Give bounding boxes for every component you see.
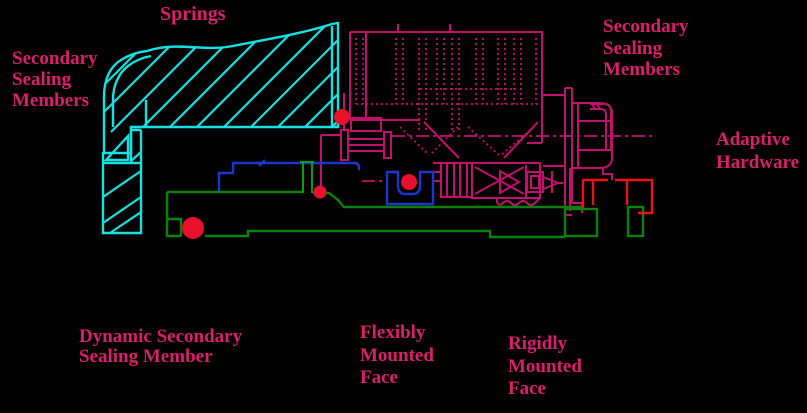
label-springs: Springs — [160, 4, 226, 25]
label-line: Secondary — [603, 16, 689, 37]
gland-wedge — [103, 132, 130, 162]
retaining-clip — [590, 103, 613, 180]
gland-leg — [101, 152, 143, 235]
label-adaptive-hardware: Adaptive Hardware — [716, 129, 799, 174]
set-screw-cone — [542, 175, 563, 191]
flexibly-mounted-face — [385, 170, 435, 206]
label-line: Mounted — [360, 344, 434, 366]
hidden-lines — [355, 38, 540, 156]
o-ring-dynamic — [182, 217, 204, 239]
label-line: Dynamic Secondary — [79, 326, 243, 347]
gland-plate — [101, 21, 340, 235]
o-ring-face — [401, 174, 417, 190]
rigid-face-clamp — [581, 178, 654, 215]
flexibly-mounted-face-parts — [217, 159, 435, 206]
retaining-ring — [626, 205, 645, 238]
label-rigidly-mounted-face: Rigidly Mounted Face — [508, 333, 582, 401]
label-line: Mounted — [508, 355, 582, 377]
label-line: Adaptive — [716, 129, 790, 150]
balance-sleeve-line — [217, 161, 361, 191]
wave-spring — [496, 197, 541, 206]
label-line: Springs — [160, 3, 226, 25]
drive-pin — [320, 129, 392, 187]
label-line: Rigidly — [508, 333, 568, 354]
label-line: Face — [508, 378, 546, 399]
label-line: Flexibly — [360, 322, 426, 343]
label-secondary-sealing-members-right: Secondary Sealing Members — [603, 16, 689, 81]
label-line: Face — [360, 367, 398, 388]
spring-retainer-block — [471, 162, 563, 206]
label-line: Sealing Member — [79, 346, 213, 367]
label-line: Sealing — [12, 69, 72, 90]
o-ring-gland — [334, 109, 350, 125]
label-line: Members — [12, 90, 90, 111]
label-flexibly-mounted-face: Flexibly Mounted Face — [360, 322, 434, 390]
label-secondary-sealing-members-left: Secondary Sealing Members — [12, 48, 98, 111]
label-dynamic-secondary-sealing-member: Dynamic Secondary Sealing Member — [79, 327, 242, 367]
label-line: Sealing — [603, 37, 663, 59]
o-ring-pin — [313, 185, 327, 199]
o-rings — [182, 109, 417, 239]
rigidly-mounted-face-seat — [563, 207, 599, 238]
label-line: Members — [603, 59, 681, 80]
label-line: Hardware — [716, 151, 800, 173]
gland-hatching — [104, 23, 338, 133]
gland-bolt — [543, 87, 613, 216]
label-line: Secondary — [12, 48, 98, 69]
drive-lug — [300, 161, 314, 193]
